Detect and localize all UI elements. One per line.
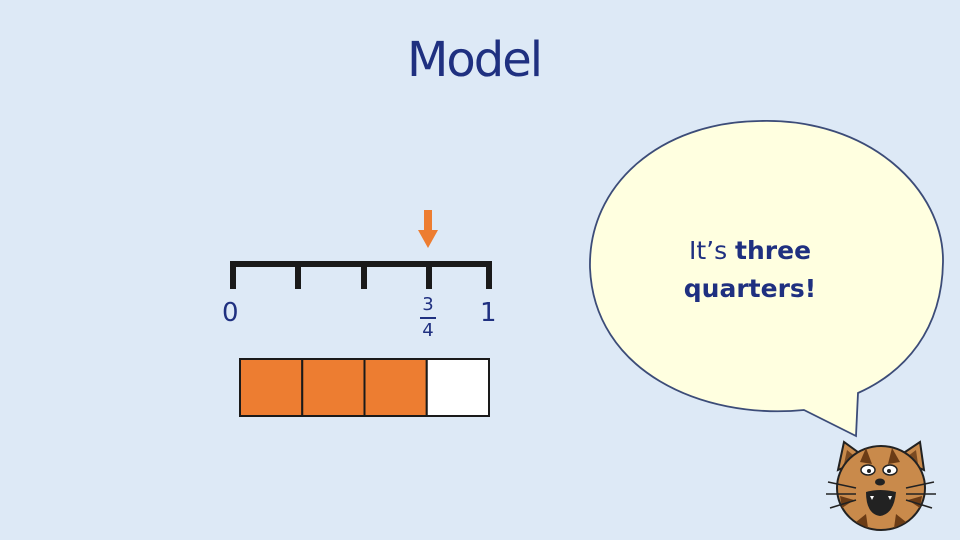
bar-model: [239, 358, 490, 417]
fraction-numerator: 3: [422, 294, 434, 315]
cat-icon: [826, 440, 936, 531]
number-line-end-label: 1: [480, 298, 497, 328]
fraction-denominator: 4: [422, 320, 434, 341]
speech-text-plain: It’s: [688, 236, 736, 265]
bar-part-shaded: [239, 358, 304, 417]
fraction-bar: [420, 317, 436, 319]
slide-title: Model: [406, 32, 543, 88]
bar-part-shaded: [363, 358, 428, 417]
down-arrow-icon: [418, 210, 438, 248]
speech-text-bold: three: [735, 236, 812, 265]
bar-part-shaded: [301, 358, 366, 417]
number-line-start-label: 0: [222, 298, 239, 328]
number-line: [230, 261, 492, 289]
speech-bubble-text: It’s three quarters!: [660, 232, 840, 308]
fraction-three-quarters: 3 4: [416, 294, 440, 342]
speech-text-line2: quarters!: [683, 274, 817, 303]
bar-part-unshaded: [425, 358, 490, 417]
speech-bubble: [589, 120, 944, 438]
